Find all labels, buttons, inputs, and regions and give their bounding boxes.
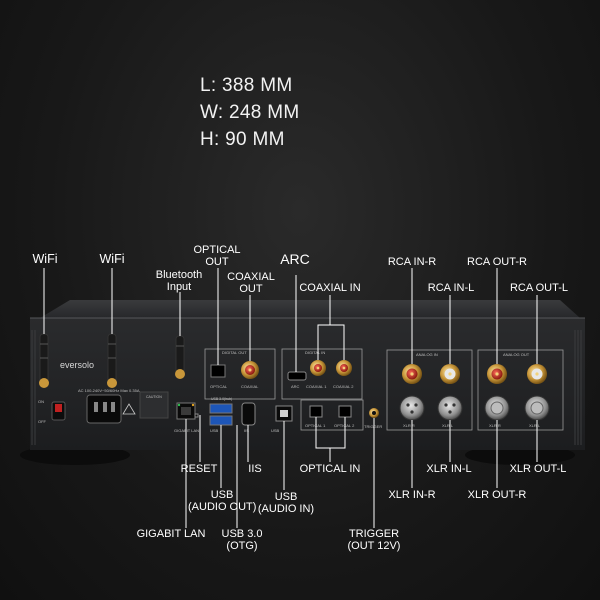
wifi-antenna-2 [107, 333, 117, 388]
callout-iis: IIS [248, 463, 262, 475]
callout-arc: ARC [280, 251, 310, 267]
height-label: H: 90 MM [200, 129, 285, 150]
svg-text:XLR R: XLR R [403, 423, 415, 428]
side-fins [31, 330, 582, 445]
svg-text:TRIGGER: TRIGGER [364, 424, 382, 429]
usb-30-port-2[interactable] [209, 415, 233, 426]
callout-leader-lines [43, 268, 538, 528]
svg-text:XLR R: XLR R [489, 423, 501, 428]
callout-reset: RESET [180, 463, 218, 475]
hdmi-arc-port[interactable] [287, 371, 307, 381]
callout-gigabit-lan: GIGABIT LAN [136, 528, 206, 540]
callout-usb-audio-out: USB (AUDIO OUT) [188, 489, 257, 513]
caution-sticker [139, 391, 169, 419]
callout-coaxial-in: COAXIAL IN [299, 282, 361, 294]
wifi-antenna-1 [39, 333, 49, 388]
power-switch-rocker[interactable] [55, 404, 62, 412]
svg-text:XLR L: XLR L [529, 423, 541, 428]
optical-out-port[interactable] [210, 364, 226, 378]
bluetooth-antenna [175, 335, 185, 379]
callout-optical-out: OPTICAL OUT [193, 244, 241, 268]
optical-in-1-port[interactable] [309, 405, 323, 418]
lan-panel-label: GIGABIT LAN [174, 428, 199, 433]
svg-text:DIGITAL OUT: DIGITAL OUT [222, 350, 247, 355]
svg-text:COAXIAL: COAXIAL [241, 384, 259, 389]
callout-wifi-2: WiFi [99, 252, 125, 266]
callout-rca-in-l: RCA IN-L [427, 282, 475, 294]
iis-port[interactable] [241, 402, 256, 426]
brand-logo: eversolo [60, 360, 94, 370]
callout-rca-in-r: RCA IN-R [387, 256, 437, 268]
callout-bluetooth-input: Bluetooth Input [155, 269, 203, 293]
digital-in-panel [281, 348, 363, 400]
warning-icon [122, 403, 136, 415]
svg-text:ANALOG OUT: ANALOG OUT [503, 352, 530, 357]
callout-xlr-in-l: XLR IN-L [426, 463, 472, 475]
svg-text:USB: USB [271, 428, 280, 433]
off-label: OFF [38, 419, 47, 424]
callout-usb-30-otg: USB 3.0 (OTG) [221, 528, 263, 552]
svg-text:USB 3.0(hub): USB 3.0(hub) [211, 397, 232, 401]
caution-label: CAUTION [146, 395, 162, 399]
chassis-rear-face [30, 318, 585, 450]
svg-text:ARC: ARC [291, 384, 300, 389]
optical-in-2-port[interactable] [338, 405, 352, 418]
length-label: L: 388 MM [200, 75, 293, 96]
dimensions-block: L: 388 MM W: 248 MM H: 90 MM [200, 72, 299, 153]
callout-xlr-out-r: XLR OUT-R [467, 489, 527, 501]
callout-rca-out-l: RCA OUT-L [509, 282, 569, 294]
xlr-in-r-port[interactable] [399, 395, 425, 421]
analog-out-panel [477, 349, 564, 431]
svg-text:USB: USB [210, 428, 219, 433]
callout-coaxial-out: COAXIAL OUT [227, 271, 275, 295]
svg-text:DIGITAL IN: DIGITAL IN [305, 350, 325, 355]
callout-trigger: TRIGGER (OUT 12V) [347, 528, 401, 552]
optical-in-panel [300, 399, 364, 431]
callout-optical-in: OPTICAL IN [299, 463, 361, 475]
callout-xlr-in-r: XLR IN-R [388, 489, 436, 501]
callout-xlr-out-l: XLR OUT-L [509, 463, 567, 475]
chassis-top [40, 300, 580, 318]
svg-text:XLR L: XLR L [442, 423, 454, 428]
svg-text:COAXIAL 1: COAXIAL 1 [306, 384, 327, 389]
width-label: W: 248 MM [200, 102, 300, 123]
on-label: ON [38, 399, 44, 404]
svg-text:OPTICAL: OPTICAL [210, 384, 228, 389]
analog-in-panel [386, 349, 473, 431]
power-rating-text: AC 100-240V~50/60Hz Max 0.35A [78, 388, 140, 393]
callout-rca-out-r: RCA OUT-R [467, 256, 527, 268]
svg-text:IIS: IIS [244, 428, 249, 433]
digital-out-panel [204, 348, 276, 400]
reset-button[interactable] [194, 413, 199, 418]
svg-text:ANALOG IN: ANALOG IN [416, 352, 438, 357]
usb-30-port-1[interactable] [209, 403, 233, 414]
callout-wifi-1: WiFi [32, 252, 58, 266]
svg-text:COAXIAL 2: COAXIAL 2 [333, 384, 354, 389]
xlr-in-l-port[interactable] [437, 395, 463, 421]
callout-usb-audio-in: USB (AUDIO IN) [257, 491, 315, 515]
